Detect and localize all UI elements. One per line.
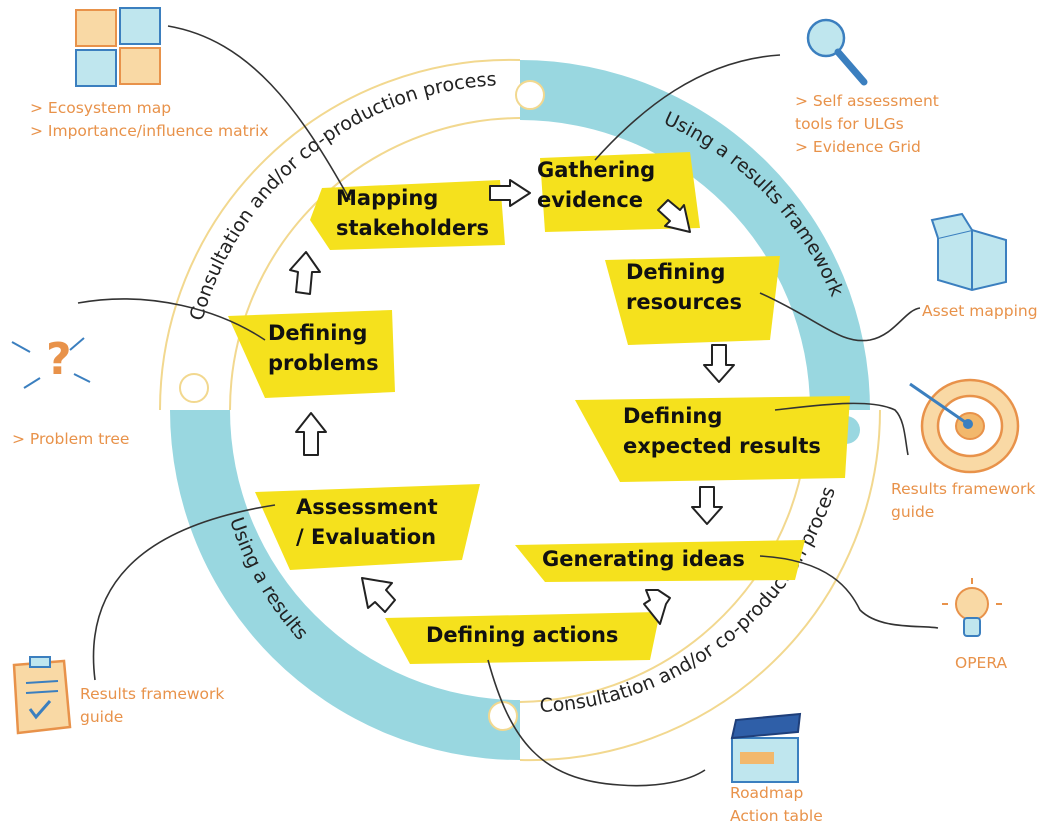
step-line: stakeholders [336, 216, 490, 240]
arrow-up [289, 251, 321, 295]
puzzle-knob [488, 701, 518, 731]
arrow-right [489, 179, 531, 207]
step-line: Defining [268, 321, 368, 345]
resource-opera: OPERA [955, 652, 1007, 675]
target-icon [909, 378, 1020, 474]
arrow-down-right [657, 199, 691, 233]
step-line: resources [626, 290, 743, 314]
puzzle-knob [515, 80, 545, 110]
step-line: Defining actions [426, 623, 619, 647]
step-line: Defining [626, 260, 726, 284]
highlight-assessment [255, 484, 480, 570]
step-line: Gathering [537, 158, 656, 182]
flow-arrows [289, 179, 735, 625]
puzzle-icon [75, 7, 161, 87]
resource-line: > Ecosystem map [30, 99, 172, 117]
step-assessment-evaluation: Assessment / Evaluation [296, 492, 438, 552]
highlight-strokes [228, 152, 850, 664]
magnifier-icon [806, 18, 868, 86]
step-line: Defining [623, 404, 723, 428]
highlight-actions [385, 612, 660, 664]
arrow-up [295, 412, 327, 456]
resource-results-guide-left: Results framework guide [80, 683, 224, 729]
clapperboard-icon [730, 712, 802, 783]
highlight-resources [605, 256, 780, 345]
resource-problem-tree: > Problem tree [12, 428, 129, 451]
resource-line: Action table [730, 807, 823, 824]
arrow-down-left [643, 589, 671, 625]
step-line: / Evaluation [296, 525, 437, 549]
highlight-problems [228, 310, 395, 398]
resource-line: Results framework [891, 480, 1036, 498]
ring-segment-top-right [520, 60, 870, 410]
resource-line: Roadmap [730, 784, 804, 802]
step-generating-ideas: Generating ideas [542, 544, 745, 574]
highlight-mapping [310, 180, 505, 250]
step-line: evidence [537, 188, 644, 212]
resource-ecosystem: > Ecosystem map > Importance/influence m… [30, 97, 269, 143]
resource-results-guide-right: Results framework guide [891, 478, 1035, 524]
ring-segment-top-left [159, 58, 521, 411]
resource-line: > Self assessment [795, 92, 939, 110]
highlight-expected [575, 396, 850, 482]
arrow-down [691, 486, 723, 525]
box-icon [930, 212, 1007, 292]
step-line: Mapping [336, 186, 439, 210]
puzzle-knob [179, 373, 209, 403]
resource-line: OPERA [955, 654, 1008, 672]
step-defining-resources: Defining resources [626, 257, 742, 317]
resource-line: guide [80, 708, 124, 726]
resource-line: > Importance/influence matrix [30, 122, 269, 140]
resource-line: > Evidence Grid [795, 138, 921, 156]
question-icon: ? [11, 334, 91, 389]
step-defining-actions: Defining actions [426, 620, 618, 650]
resource-line: Asset mapping [922, 302, 1038, 320]
connector-lines [77, 25, 939, 787]
clipboard-icon [12, 656, 72, 735]
step-mapping-stakeholders: Mapping stakeholders [336, 183, 489, 243]
resource-line: > Problem tree [12, 430, 130, 448]
step-defining-problems: Defining problems [268, 318, 379, 378]
arrow-up-left [361, 577, 396, 613]
step-line: Assessment [296, 495, 438, 519]
step-line: Generating ideas [542, 547, 745, 571]
step-line: expected results [623, 434, 821, 458]
resource-line: tools for ULGs [795, 115, 904, 133]
resource-line: guide [891, 503, 935, 521]
step-gathering-evidence: Gathering evidence [537, 155, 655, 215]
ring-segment-bottom-left [170, 410, 520, 760]
step-defining-expected-results: Defining expected results [623, 401, 821, 461]
svg-text:?: ? [46, 334, 72, 385]
step-line: problems [268, 351, 379, 375]
resource-self-assessment: > Self assessment tools for ULGs > Evide… [795, 90, 939, 159]
resource-line: Results framework [80, 685, 225, 703]
lightbulb-icon [942, 578, 1002, 637]
resource-asset-mapping: Asset mapping [922, 300, 1038, 323]
arrow-down [703, 344, 735, 383]
resource-roadmap: Roadmap Action table [730, 782, 823, 824]
highlight-ideas [515, 540, 805, 582]
